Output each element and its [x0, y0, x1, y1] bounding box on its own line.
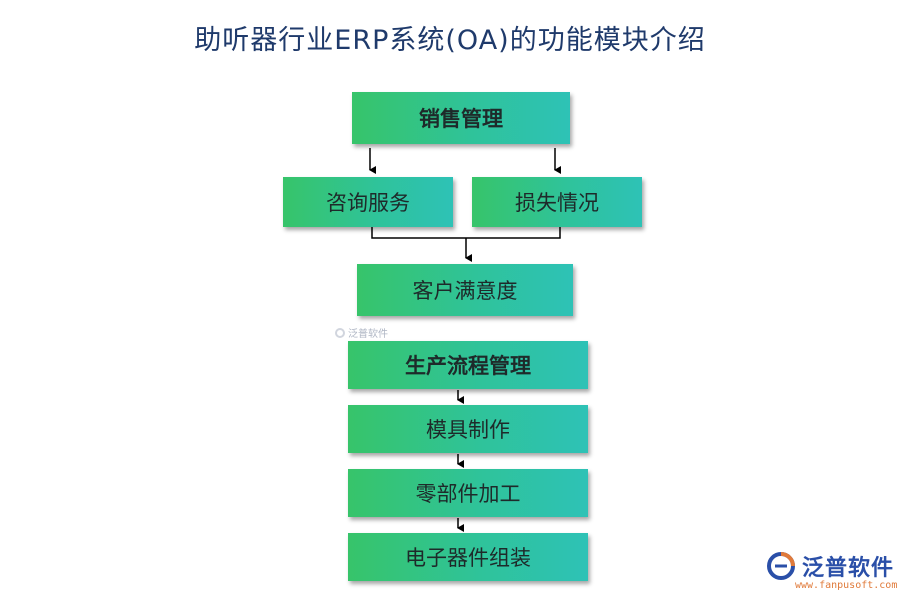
brand-logo-icon — [767, 552, 795, 580]
node-mold: 模具制作 — [348, 405, 588, 453]
join-consult-loss — [371, 227, 561, 239]
node-assembly: 电子器件组装 — [348, 533, 588, 581]
watermark-small: 泛普软件 — [335, 325, 388, 340]
watermark-logo-icon — [335, 327, 345, 338]
node-loss: 损失情况 — [472, 177, 642, 227]
node-consult: 咨询服务 — [283, 177, 453, 227]
brand-url: www.fanpusoft.com — [795, 580, 898, 591]
node-satisfaction: 客户满意度 — [357, 264, 573, 316]
node-parts: 零部件加工 — [348, 469, 588, 517]
node-sales: 销售管理 — [352, 92, 570, 144]
node-production: 生产流程管理 — [348, 341, 588, 389]
brand-logo: 泛普软件 — [766, 550, 894, 582]
brand-logo-text: 泛普软件 — [802, 556, 895, 581]
page-title: 助听器行业ERP系统(OA)的功能模块介绍 — [194, 25, 706, 56]
